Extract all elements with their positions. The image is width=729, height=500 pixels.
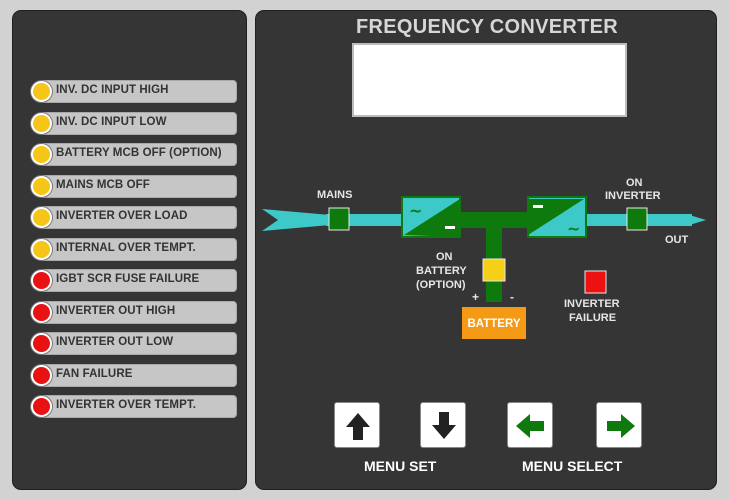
power-flow-diagram: ~ ~ bbox=[262, 196, 706, 339]
alarm-led-icon bbox=[31, 333, 52, 354]
output-arrow bbox=[686, 214, 706, 226]
mains-input-arrow bbox=[262, 209, 330, 231]
alarm-led-icon bbox=[31, 207, 52, 228]
battery-link bbox=[486, 212, 502, 302]
alarm-led-icon bbox=[31, 144, 52, 165]
alarm-item: INVERTER OVER LOAD bbox=[29, 206, 239, 229]
on-battery-label-line2: BATTERY bbox=[416, 265, 467, 277]
alarm-label: FAN FAILURE bbox=[56, 368, 133, 380]
dc-symbol-icon bbox=[533, 205, 543, 208]
out-label: OUT bbox=[665, 234, 689, 246]
menu-right-button[interactable] bbox=[596, 402, 642, 448]
ac-symbol-icon: ~ bbox=[567, 219, 580, 238]
converter-panel: FREQUENCY CONVERTER ~ ~ MAINS ON INVERTE bbox=[255, 10, 717, 490]
alarm-led-icon bbox=[31, 302, 52, 323]
battery-plus-label: + bbox=[472, 290, 480, 304]
alarm-item: BATTERY MCB OFF (OPTION) bbox=[29, 143, 239, 166]
alarm-item: INTERNAL OVER TEMPT. bbox=[29, 238, 239, 261]
alarm-led-icon bbox=[31, 396, 52, 417]
ac-symbol-icon: ~ bbox=[409, 201, 422, 220]
alarm-label: INVERTER OUT HIGH bbox=[56, 305, 176, 317]
alarm-label: INTERNAL OVER TEMPT. bbox=[56, 242, 196, 254]
mains-label: MAINS bbox=[317, 189, 353, 201]
alarm-item: INVERTER OUT HIGH bbox=[29, 301, 239, 324]
alarm-item: MAINS MCB OFF bbox=[29, 175, 239, 198]
alarm-led-icon bbox=[31, 176, 52, 197]
alarm-label: INVERTER OUT LOW bbox=[56, 336, 174, 348]
inverter-switch-indicator bbox=[626, 207, 648, 231]
alarm-item: INVERTER OVER TEMPT. bbox=[29, 395, 239, 418]
alarm-item: IGBT SCR FUSE FAILURE bbox=[29, 269, 239, 292]
alarm-item: FAN FAILURE bbox=[29, 364, 239, 387]
arrow-left-icon bbox=[516, 414, 544, 438]
page-title: FREQUENCY CONVERTER bbox=[355, 16, 619, 38]
alarm-led-icon bbox=[31, 81, 52, 102]
menu-down-button[interactable] bbox=[420, 402, 466, 448]
alarm-label: IGBT SCR FUSE FAILURE bbox=[56, 273, 200, 285]
arrow-right-icon bbox=[607, 414, 635, 438]
battery-label: BATTERY bbox=[467, 318, 521, 330]
lcd-display bbox=[352, 43, 627, 117]
alarm-item: INVERTER OUT LOW bbox=[29, 332, 239, 355]
alarm-label: INVERTER OVER LOAD bbox=[56, 210, 188, 222]
battery-indicator bbox=[482, 258, 506, 282]
on-inverter-label-line1: ON bbox=[626, 177, 643, 189]
alarm-item: INV. DC INPUT LOW bbox=[29, 112, 239, 135]
menu-left-button[interactable] bbox=[507, 402, 553, 448]
alarm-label: BATTERY MCB OFF (OPTION) bbox=[56, 147, 222, 159]
arrow-up-icon bbox=[346, 413, 370, 440]
menu-set-label: MENU SET bbox=[364, 458, 437, 474]
dc-symbol-icon bbox=[445, 226, 455, 229]
inverter-failure-label-line1: INVERTER bbox=[564, 298, 620, 310]
menu-select-label: MENU SELECT bbox=[522, 458, 623, 474]
alarm-label: MAINS MCB OFF bbox=[56, 179, 150, 191]
on-battery-label-line1: ON bbox=[436, 251, 453, 263]
alarm-label: INV. DC INPUT LOW bbox=[56, 116, 167, 128]
inverter-failure-indicator bbox=[584, 270, 607, 294]
mains-switch-indicator bbox=[328, 207, 350, 231]
on-battery-label-line3: (OPTION) bbox=[416, 279, 466, 291]
on-inverter-label-line2: INVERTER bbox=[605, 190, 661, 202]
alarm-led-icon bbox=[31, 365, 52, 386]
alarm-led-icon bbox=[31, 239, 52, 260]
battery-minus-label: - bbox=[510, 290, 514, 304]
arrow-down-icon bbox=[432, 412, 456, 439]
alarm-item: INV. DC INPUT HIGH bbox=[29, 80, 239, 103]
alarm-label: INVERTER OVER TEMPT. bbox=[56, 399, 197, 411]
battery-block bbox=[462, 307, 526, 339]
inverter-failure-label-line2: FAILURE bbox=[569, 312, 617, 324]
menu-up-button[interactable] bbox=[334, 402, 380, 448]
alarm-led-icon bbox=[31, 270, 52, 291]
alarm-label: INV. DC INPUT HIGH bbox=[56, 84, 169, 96]
alarm-led-icon bbox=[31, 113, 52, 134]
